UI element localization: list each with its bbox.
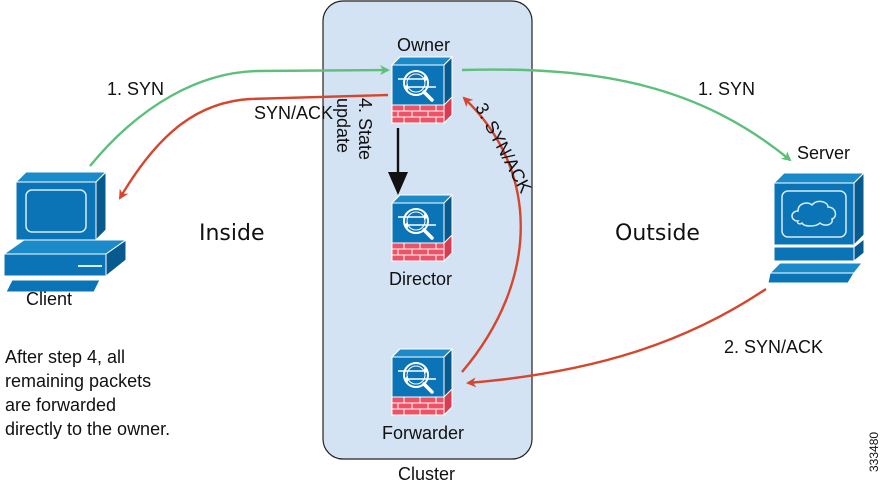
explanatory-note: After step 4, all remaining packets are … <box>5 345 170 441</box>
note-line: directly to the owner. <box>5 419 171 439</box>
outside-zone-label: Outside <box>615 221 700 246</box>
state-update-arrowhead <box>388 172 408 195</box>
inside-zone-label: Inside <box>199 221 265 246</box>
syn-label-server-side: 1. SYN <box>698 79 756 99</box>
owner-label: Owner <box>397 35 451 55</box>
forwarder-label: Forwarder <box>382 423 465 443</box>
note-line: After step 4, all <box>5 347 126 367</box>
director-label: Director <box>389 269 453 289</box>
cluster-label: Cluster <box>398 464 456 484</box>
forwarder-firewall-icon <box>390 347 454 417</box>
synack-label-owner-to-client: SYN/ACK <box>254 103 334 123</box>
client-computer-icon <box>2 170 128 293</box>
synack-arrow-server-to-forwarder <box>466 288 767 388</box>
synack-arrow-owner-to-client <box>118 93 389 200</box>
client-label: Client <box>26 289 73 309</box>
server-label: Server <box>797 143 851 163</box>
note-line: are forwarded <box>5 395 117 415</box>
synack-arrow-forwarder-to-owner <box>461 96 522 373</box>
synack-label-server-to-forwarder: 2. SYN/ACK <box>724 337 824 357</box>
figure-id: 333480 <box>867 431 880 472</box>
state-update-line: update <box>333 98 353 154</box>
syn-arrow-owner-to-server <box>461 68 792 162</box>
state-update-line: 4. State <box>355 98 375 161</box>
syn-arrow-client-to-owner <box>89 65 390 167</box>
note-line: remaining packets <box>5 371 152 391</box>
director-firewall-icon <box>390 193 454 263</box>
owner-firewall-icon <box>390 55 454 125</box>
syn-label-client-side: 1. SYN <box>107 79 165 99</box>
server-computer-icon <box>767 171 866 284</box>
